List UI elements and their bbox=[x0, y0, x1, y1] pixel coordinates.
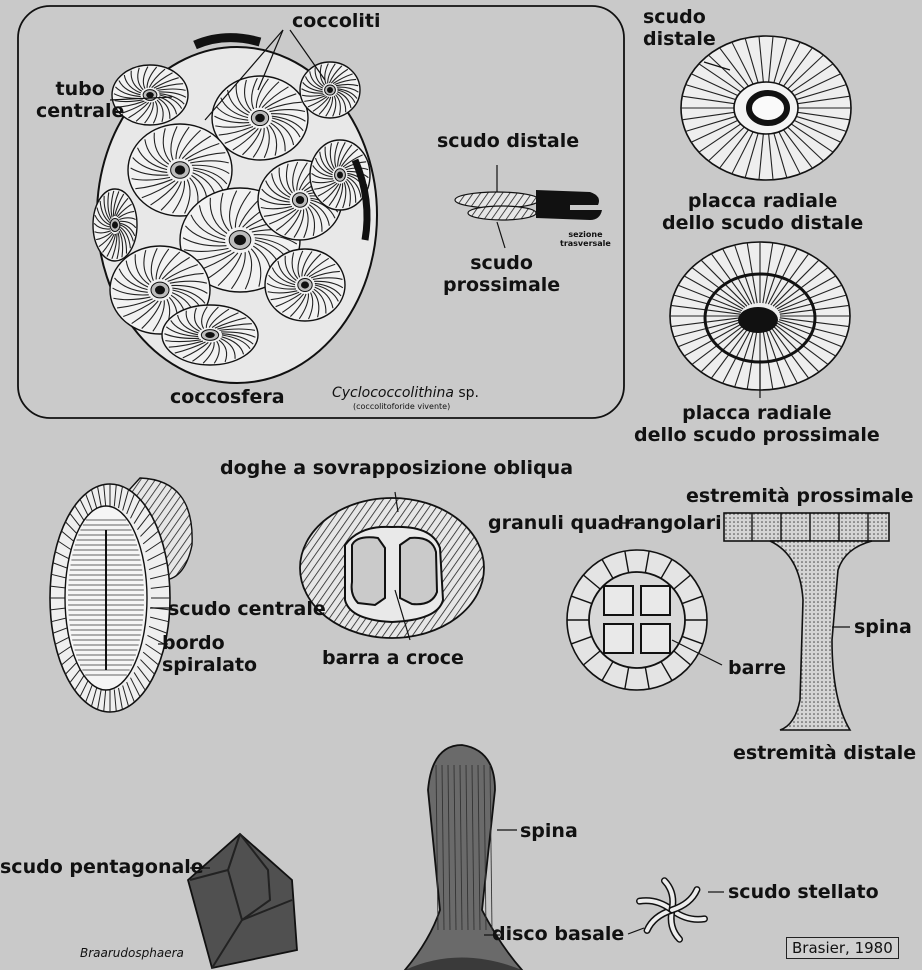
granule-coccolith bbox=[567, 523, 722, 690]
coccolith-disc bbox=[162, 305, 258, 365]
coccolith-disc bbox=[93, 189, 137, 261]
label-placca-prossimale: placca radiale dello scudo prossimale bbox=[634, 402, 880, 446]
species-name: Cyclococcolithina bbox=[332, 385, 454, 401]
label-granuli-quadrangolari: granuli quadrangolari bbox=[488, 512, 722, 534]
label-species: Cyclococcolithina sp. bbox=[332, 385, 479, 401]
label-bordo-spiralato: bordo spiralato bbox=[162, 632, 257, 676]
label-braarudosphaera: Braarudosphaera bbox=[80, 946, 184, 960]
label-sezione-trasversale: sezione trasversale bbox=[560, 230, 611, 248]
pentagonal-shield bbox=[188, 834, 297, 968]
cross-bar-coccolith bbox=[300, 492, 484, 640]
label-scudo-pentagonale: scudo pentagonale bbox=[0, 856, 204, 878]
proximal-shield-plate bbox=[670, 242, 850, 398]
label-scudo-centrale: scudo centrale bbox=[168, 598, 326, 620]
label-species-note: (coccolitoforide vivente) bbox=[353, 402, 450, 411]
coccolith-disc bbox=[265, 249, 345, 321]
spiral-rim-coccolith bbox=[50, 478, 192, 712]
label-scudo-stellato: scudo stellato bbox=[728, 881, 879, 903]
label-spina-2: spina bbox=[520, 820, 578, 842]
label-scudo-distale-top: scudo distale bbox=[643, 6, 716, 50]
label-coccoliti: coccoliti bbox=[292, 10, 381, 32]
coccolith-disc bbox=[212, 76, 308, 160]
species-sp: sp. bbox=[454, 385, 479, 401]
label-spina-1: spina bbox=[854, 616, 912, 638]
label-estremita-distale: estremità distale bbox=[733, 742, 916, 764]
label-estremita-prossimale: estremità prossimale bbox=[686, 485, 914, 507]
label-disco-basale: disco basale bbox=[492, 923, 624, 945]
label-placca-distale: placca radiale dello scudo distale bbox=[662, 190, 863, 234]
credit-box: Brasier, 1980 bbox=[786, 937, 899, 959]
coccolith-disc bbox=[300, 62, 360, 118]
star-shaped-shield bbox=[628, 881, 724, 940]
label-coccosfera: coccosfera bbox=[170, 386, 285, 408]
label-barre: barre bbox=[728, 657, 786, 679]
coccosphere-drawing bbox=[93, 30, 377, 383]
distal-shield-plate bbox=[681, 36, 851, 180]
label-scudo-distale-mid: scudo distale bbox=[437, 130, 579, 152]
label-scudo-prossimale: scudo prossimale bbox=[443, 252, 560, 296]
label-tubo-centrale: tubo centrale bbox=[36, 78, 124, 122]
label-doghe: doghe a sovrapposizione obliqua bbox=[220, 457, 573, 479]
label-barra-a-croce: barra a croce bbox=[322, 647, 464, 669]
